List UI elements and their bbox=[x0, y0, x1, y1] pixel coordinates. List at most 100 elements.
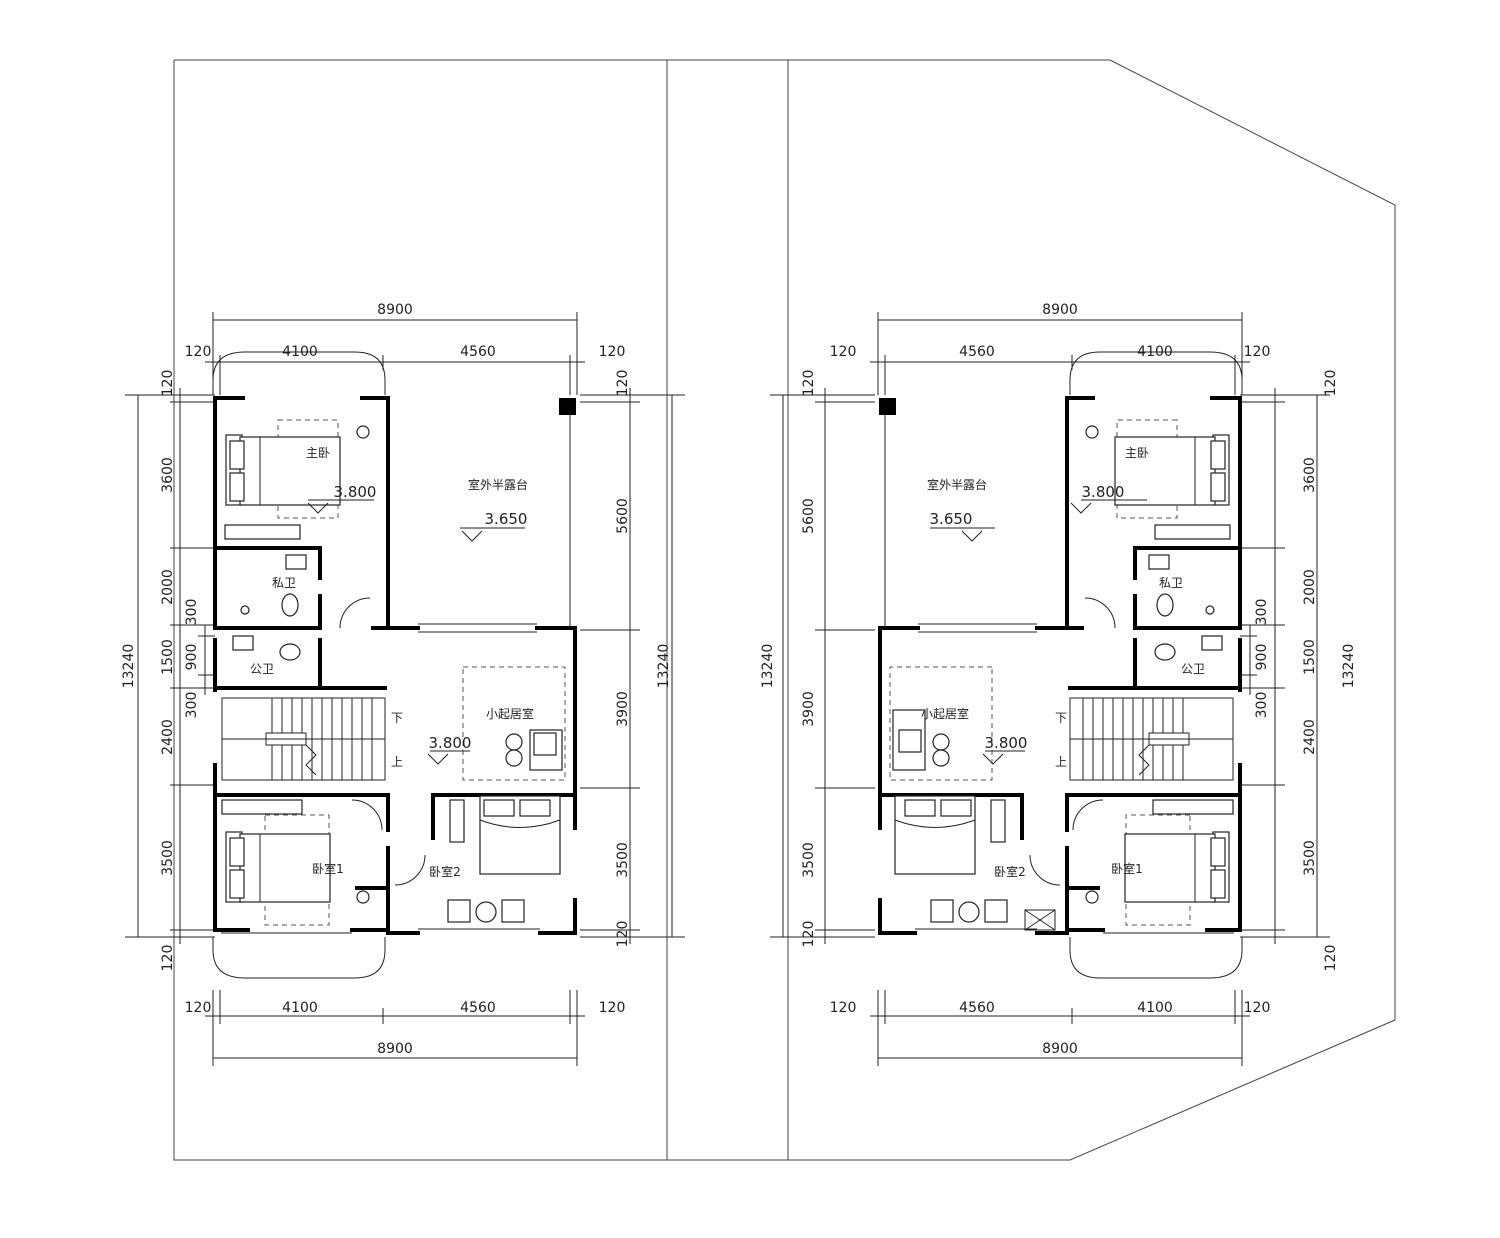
dim-top-total: 8900 bbox=[377, 302, 413, 318]
master-bed bbox=[224, 419, 370, 540]
label-private-bath: 私卫 bbox=[1159, 576, 1183, 590]
bottom-dimensions: 4100 4560 120 120 8900 bbox=[185, 990, 626, 1066]
top-dimensions: 8900 4100 4560 120 120 bbox=[185, 302, 626, 395]
dim-bottom-a: 4100 bbox=[282, 1000, 318, 1016]
dim-left-seg: 3500 bbox=[160, 840, 176, 876]
dim-left-seg: 120 bbox=[160, 370, 176, 397]
private-bath-fixtures bbox=[240, 554, 307, 617]
door-swing bbox=[351, 799, 383, 831]
dim-left-seg: 3500 bbox=[801, 842, 817, 878]
door-swing bbox=[339, 597, 371, 629]
level-value: 3.800 bbox=[334, 483, 377, 501]
dim-top-b: 4560 bbox=[460, 344, 496, 360]
dim-right-seg: 120 bbox=[615, 921, 631, 948]
dim-bottom-edge-left: 120 bbox=[830, 1000, 857, 1016]
dim-bottom-edge-right: 120 bbox=[599, 1000, 626, 1016]
dim-top-total: 8900 bbox=[1042, 302, 1078, 318]
label-terrace: 室外半露台 bbox=[927, 477, 987, 492]
label-living-room: 小起居室 bbox=[486, 706, 534, 721]
site-boundary bbox=[173, 59, 1396, 1161]
level-marker-hall: 3.800 bbox=[985, 734, 1028, 752]
bed1-furniture bbox=[221, 799, 370, 926]
label-terrace: 室外半露台 bbox=[468, 477, 528, 492]
dim-left-seg: 5600 bbox=[801, 498, 817, 534]
staircase bbox=[221, 697, 386, 781]
label-master-bedroom: 主卧 bbox=[1125, 446, 1149, 460]
dim-top-a: 4560 bbox=[959, 344, 995, 360]
left-dimensions: 13240 120 3600 2000 300 900 1500 300 240… bbox=[121, 370, 215, 972]
label-public-bath: 公卫 bbox=[250, 662, 274, 676]
door-swing bbox=[394, 854, 426, 886]
label-stair-down: 下 bbox=[391, 711, 403, 725]
dim-left-seg: 120 bbox=[801, 921, 817, 948]
dim-bottom-total: 8900 bbox=[1042, 1041, 1078, 1057]
dim-top-edge-left: 120 bbox=[185, 344, 212, 360]
right-dimensions: 120 5600 3900 3500 120 13240 bbox=[580, 370, 685, 948]
dim-bottom-total: 8900 bbox=[377, 1041, 413, 1057]
dim-right-seg: 3900 bbox=[615, 691, 631, 727]
living-furniture bbox=[462, 666, 566, 781]
dim-top-edge-left: 120 bbox=[830, 344, 857, 360]
dim-left-seg: 1500 bbox=[160, 639, 176, 675]
dim-right-seg: 3600 bbox=[1302, 457, 1318, 493]
dim-left-seg: 3600 bbox=[160, 457, 176, 493]
dim-bottom-edge-right: 120 bbox=[1244, 1000, 1271, 1016]
dim-left-seg: 2400 bbox=[160, 719, 176, 755]
dim-top-edge-right: 120 bbox=[599, 344, 626, 360]
dim-right-seg: 3500 bbox=[615, 842, 631, 878]
level-value: 3.800 bbox=[429, 734, 472, 752]
dim-right-seg: 1500 bbox=[1302, 639, 1318, 675]
dim-right-seg: 120 bbox=[1323, 370, 1339, 397]
public-bath-fixtures bbox=[232, 635, 301, 661]
dim-bottom-edge-left: 120 bbox=[185, 1000, 212, 1016]
dim-bottom-b: 4560 bbox=[460, 1000, 496, 1016]
bed2-furniture bbox=[447, 795, 561, 923]
dim-left-seg: 120 bbox=[801, 370, 817, 397]
label-stair-down: 下 bbox=[1055, 711, 1067, 725]
dim-left-seg: 900 bbox=[184, 644, 200, 671]
label-public-bath: 公卫 bbox=[1181, 662, 1205, 676]
walls bbox=[213, 396, 577, 935]
label-bedroom-1: 卧室1 bbox=[1111, 861, 1143, 876]
dim-right-seg: 900 bbox=[1254, 644, 1270, 671]
dim-left-seg: 300 bbox=[184, 599, 200, 626]
level-marker-master: 3.800 bbox=[307, 483, 377, 514]
dim-right-total: 13240 bbox=[656, 644, 672, 689]
dim-right-seg: 5600 bbox=[615, 498, 631, 534]
label-master-bedroom: 主卧 bbox=[306, 446, 330, 460]
label-stair-up: 上 bbox=[391, 755, 403, 769]
label-bedroom-2: 卧室2 bbox=[429, 864, 461, 879]
dim-right-seg: 300 bbox=[1254, 599, 1270, 626]
dim-right-total: 13240 bbox=[1341, 644, 1357, 689]
label-living-room: 小起居室 bbox=[921, 706, 969, 721]
dim-top-b: 4100 bbox=[1137, 344, 1173, 360]
column-marker bbox=[559, 398, 576, 415]
dim-top-edge-right: 120 bbox=[1244, 344, 1271, 360]
level-marker-terrace: 3.650 bbox=[930, 510, 973, 528]
label-stair-up: 上 bbox=[1055, 755, 1067, 769]
label-private-bath: 私卫 bbox=[272, 576, 296, 590]
dim-left-seg: 300 bbox=[184, 692, 200, 719]
level-value: 3.650 bbox=[485, 510, 528, 528]
dim-right-seg: 120 bbox=[615, 370, 631, 397]
level-marker-terrace: 3.650 bbox=[460, 510, 528, 542]
dim-left-seg: 2000 bbox=[160, 569, 176, 605]
dim-bottom-b: 4100 bbox=[1137, 1000, 1173, 1016]
dim-left-total: 13240 bbox=[121, 644, 137, 689]
dim-right-seg: 2000 bbox=[1302, 569, 1318, 605]
dim-right-seg: 120 bbox=[1323, 945, 1339, 972]
dim-right-seg: 300 bbox=[1254, 692, 1270, 719]
top-balcony bbox=[212, 351, 386, 395]
dim-left-seg: 120 bbox=[160, 945, 176, 972]
label-bedroom-1: 卧室1 bbox=[312, 861, 344, 876]
left-floor-plan: 8900 4100 4560 120 120 4100 4560 120 120… bbox=[121, 302, 685, 1066]
dim-left-total: 13240 bbox=[760, 644, 776, 689]
level-marker-master: 3.800 bbox=[1082, 483, 1125, 501]
right-plan-geometry bbox=[770, 312, 1330, 1066]
bottom-balcony bbox=[212, 937, 386, 979]
level-marker-hall: 3.800 bbox=[427, 734, 472, 765]
dim-left-seg: 3900 bbox=[801, 691, 817, 727]
dim-right-seg: 2400 bbox=[1302, 719, 1318, 755]
